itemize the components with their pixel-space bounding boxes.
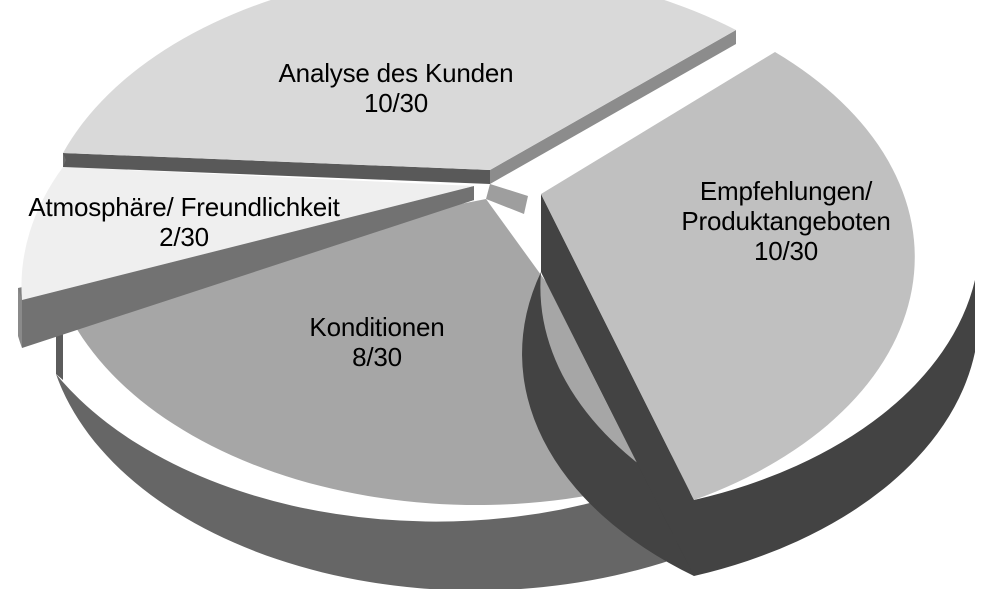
slice-side-atmosphaere-lower bbox=[22, 186, 474, 348]
slice-top-atmosphaere bbox=[21, 167, 475, 300]
slice-top-analyse bbox=[63, 0, 736, 170]
slice-top-empfehlungen bbox=[541, 52, 915, 500]
slice-side-center-wedge bbox=[486, 184, 528, 214]
slice-rim-atmosphaere bbox=[18, 288, 22, 348]
slice-side-analyse-right bbox=[490, 30, 736, 184]
pie-slice-empfehlungen[interactable] bbox=[522, 52, 975, 576]
pie-slice-analyse[interactable] bbox=[63, 0, 736, 184]
slice-rim-empfehlungen bbox=[694, 280, 975, 576]
slice-side-analyse-left bbox=[63, 153, 490, 184]
pie-slice-atmosphaere[interactable] bbox=[18, 167, 475, 348]
slice-side-empfehlungen-left-face bbox=[541, 194, 694, 576]
slice-side-analyse-rim bbox=[63, 153, 66, 167]
slice-side-konditionen bbox=[56, 284, 683, 589]
